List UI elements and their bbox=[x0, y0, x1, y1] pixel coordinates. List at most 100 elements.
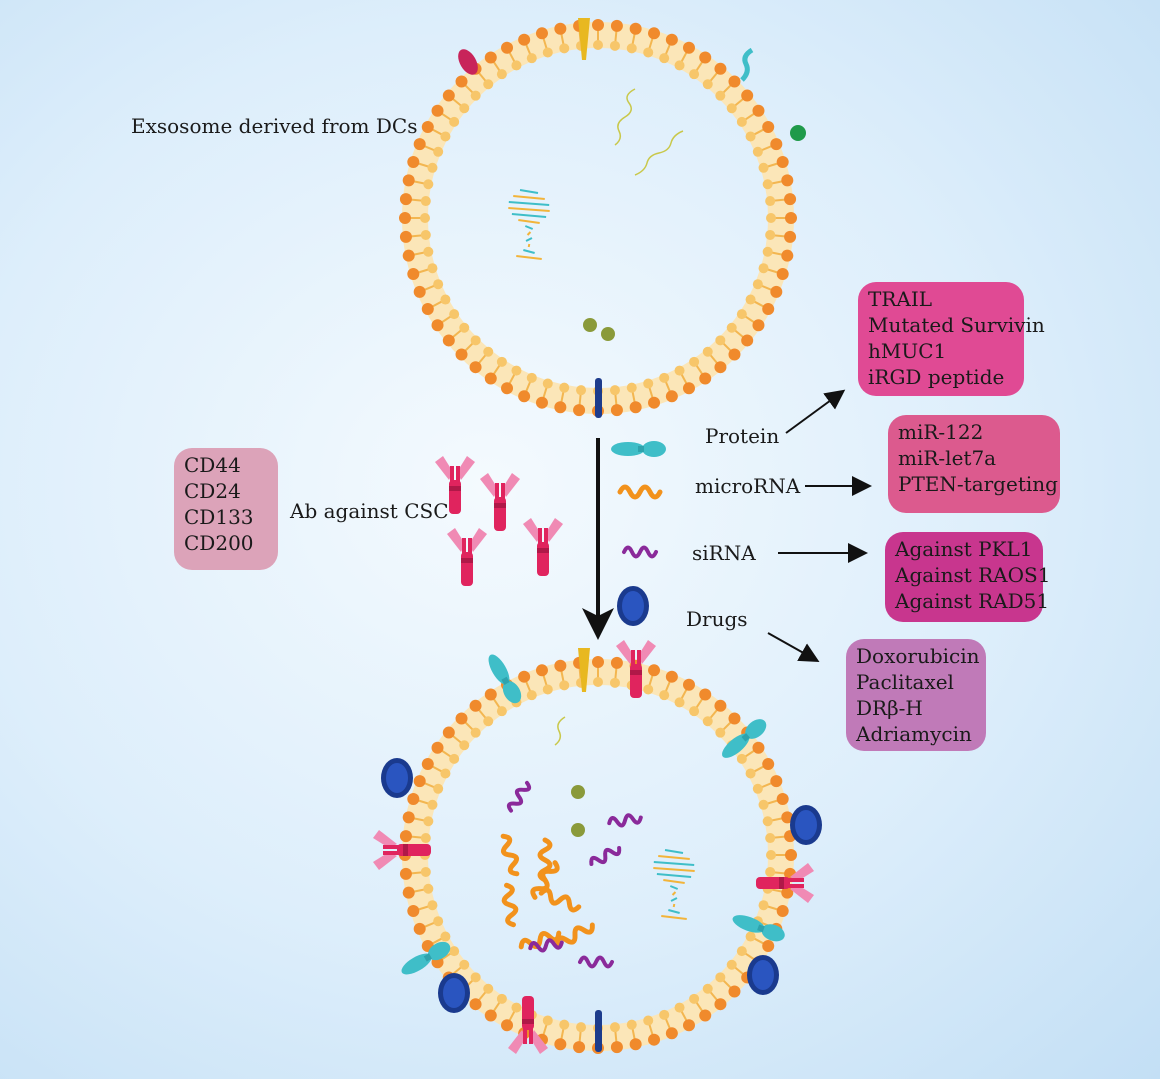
lipid-head bbox=[665, 33, 678, 46]
lipid-tail bbox=[477, 71, 487, 82]
lipid-head bbox=[781, 249, 794, 262]
lipid-head bbox=[736, 946, 747, 957]
lipid-head bbox=[449, 753, 460, 764]
lipid-head bbox=[496, 993, 507, 1004]
lipid-head bbox=[559, 1019, 570, 1030]
lipid-tail bbox=[648, 1024, 654, 1037]
lipid-head bbox=[470, 972, 481, 983]
lipid-tail bbox=[477, 991, 487, 1002]
dna-rung bbox=[656, 873, 692, 878]
lipid-head bbox=[542, 1015, 553, 1026]
lipid-head bbox=[413, 138, 426, 151]
lipid-head bbox=[758, 900, 769, 911]
lipid-head bbox=[781, 811, 794, 824]
lipid-head bbox=[440, 931, 451, 942]
lipid-head bbox=[752, 741, 765, 754]
lipid-head bbox=[470, 335, 481, 346]
dna-rung bbox=[664, 849, 684, 854]
lipid-head bbox=[626, 382, 637, 393]
lipid-head bbox=[554, 22, 567, 35]
lipid-tail bbox=[430, 765, 443, 773]
lipid-head bbox=[427, 162, 438, 173]
lipid-head bbox=[765, 866, 776, 877]
lipid-head bbox=[665, 390, 678, 403]
lipid-head bbox=[402, 249, 415, 262]
lipid-head bbox=[440, 768, 451, 779]
lipid-head bbox=[643, 684, 654, 695]
lipid-head bbox=[736, 116, 747, 127]
protein-arrow bbox=[785, 389, 846, 434]
marker-item: CD24 bbox=[184, 479, 241, 503]
lipid-head bbox=[682, 678, 695, 691]
lipid-tail bbox=[451, 734, 462, 744]
lipid-head bbox=[674, 365, 685, 376]
dna-rung bbox=[670, 897, 678, 902]
lipid-tail bbox=[734, 329, 745, 339]
microrna-strand bbox=[498, 834, 521, 875]
lipid-head bbox=[762, 816, 773, 827]
lipid-head bbox=[421, 302, 434, 315]
lipid-head bbox=[752, 104, 765, 117]
lipid-head bbox=[455, 348, 468, 361]
lipid-tail bbox=[430, 937, 443, 945]
dna-rung bbox=[663, 879, 685, 884]
dna-rung bbox=[523, 249, 535, 254]
lipid-head bbox=[699, 688, 712, 701]
channel-protein bbox=[578, 648, 590, 692]
lipid-head bbox=[592, 656, 604, 668]
lipid-head bbox=[765, 196, 776, 207]
lipid-tail bbox=[477, 354, 487, 365]
lipid-head bbox=[459, 959, 470, 970]
lipid-tail bbox=[492, 697, 501, 709]
top-exosome-membrane bbox=[399, 19, 797, 417]
lipid-head bbox=[483, 79, 494, 90]
dna-rung bbox=[658, 855, 690, 860]
lipid-head bbox=[459, 103, 470, 114]
lipid-tail bbox=[664, 680, 672, 692]
lipid-head bbox=[784, 193, 797, 206]
lipid-head bbox=[469, 361, 482, 374]
lipid-head bbox=[665, 670, 678, 683]
drug-item: Adriamycin bbox=[856, 722, 972, 746]
lipid-head bbox=[728, 348, 741, 361]
lipid-head bbox=[431, 319, 444, 332]
lipid-head bbox=[714, 361, 727, 374]
lipid-tail bbox=[761, 781, 773, 789]
lipid-head bbox=[442, 89, 455, 102]
microrna-item: miR-122 bbox=[898, 420, 984, 444]
lipid-head bbox=[518, 670, 531, 683]
lipid-head bbox=[682, 382, 695, 395]
lipid-head bbox=[609, 677, 620, 688]
marker-item: CD133 bbox=[184, 505, 254, 529]
dna-rung bbox=[653, 861, 695, 866]
lipid-head bbox=[770, 285, 783, 298]
lipid-head bbox=[736, 753, 747, 764]
receptor-protein bbox=[595, 1010, 602, 1052]
lipid-tail bbox=[744, 315, 756, 324]
lipid-head bbox=[518, 390, 531, 403]
lipid-head bbox=[413, 285, 426, 298]
protein-item: iRGD peptide bbox=[868, 365, 1005, 389]
lipid-head bbox=[423, 246, 434, 257]
lipid-head bbox=[469, 998, 482, 1011]
lipid-head bbox=[762, 758, 775, 771]
lipid-head bbox=[407, 155, 420, 168]
membrane-drug bbox=[438, 973, 470, 1013]
lipid-tail bbox=[631, 391, 636, 404]
lipid-tail bbox=[614, 666, 618, 679]
lipid-head bbox=[593, 40, 603, 50]
lipid-head bbox=[470, 727, 481, 738]
microrna-box: miR-122 miR-let7a PTEN-targeting bbox=[888, 415, 1060, 513]
lipid-head bbox=[626, 1019, 637, 1030]
lipid-tail bbox=[524, 381, 532, 393]
lipid-head bbox=[442, 334, 455, 347]
lipid-tail bbox=[492, 1001, 501, 1013]
lipid-head bbox=[702, 346, 713, 357]
lipid-tail bbox=[412, 888, 425, 893]
lipid-head bbox=[674, 60, 685, 71]
lipid-head bbox=[776, 792, 789, 805]
protein-item: hMUC1 bbox=[868, 339, 947, 363]
lipid-head bbox=[501, 382, 514, 395]
lipid-head bbox=[554, 659, 567, 672]
